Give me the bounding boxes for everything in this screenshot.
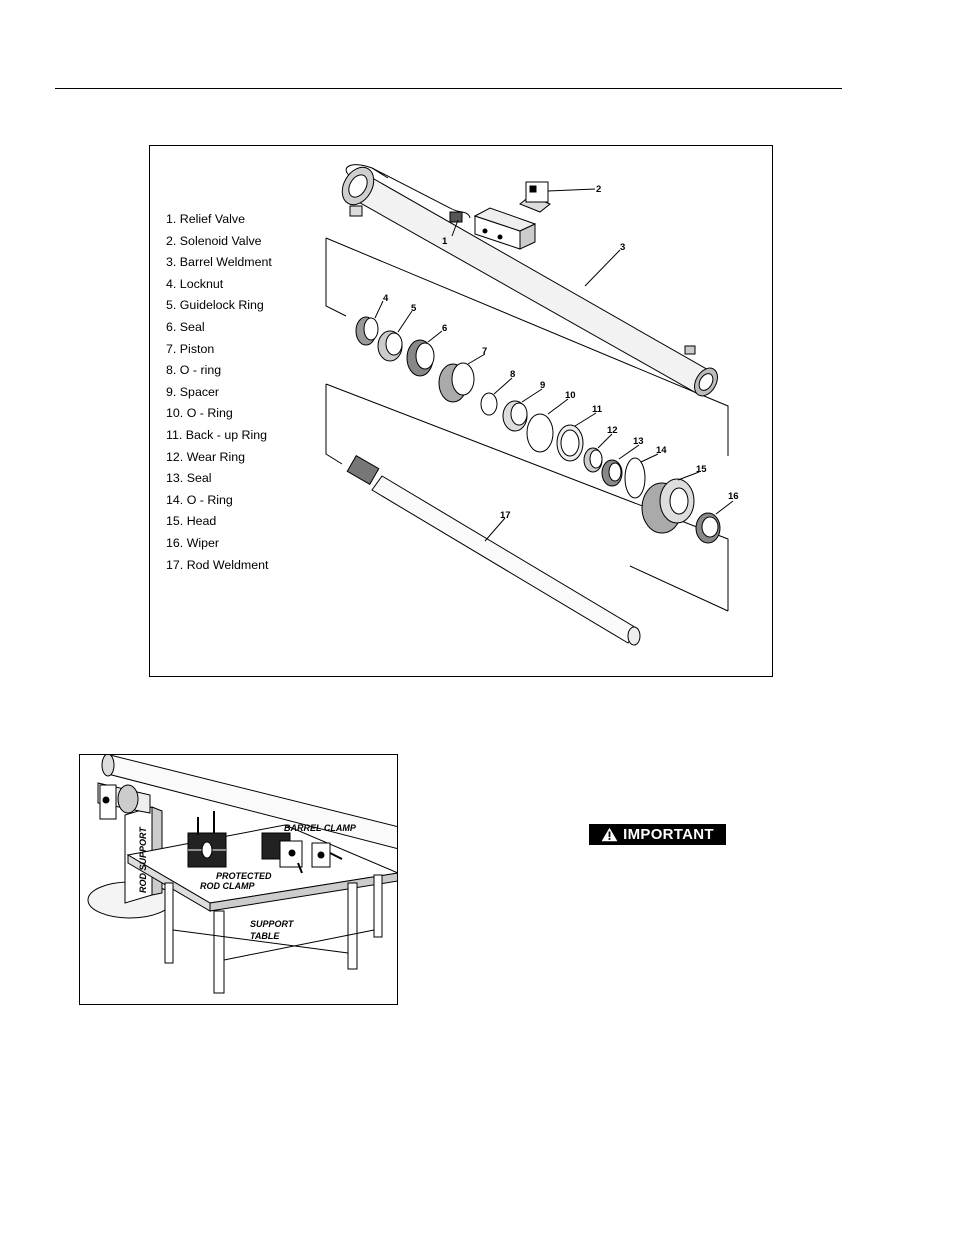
important-label: IMPORTANT [623, 826, 714, 843]
legend-item: 8. O - ring [166, 363, 222, 378]
legend-item: 5. Guidelock Ring [166, 298, 264, 313]
legend-item: 10. O - Ring [166, 406, 233, 421]
callout-13: 13 [633, 436, 644, 447]
table-label: TABLE [250, 931, 280, 941]
parts-legend: 1. Relief Valve 2. Solenoid Valve 3. Bar… [166, 210, 272, 577]
callout-16: 16 [728, 491, 739, 502]
barrel-clamp-label: BARREL CLAMP [284, 823, 357, 833]
legend-item: 16. Wiper [166, 535, 220, 550]
callout-5: 5 [411, 303, 417, 314]
legend-item: 13. Seal [166, 471, 212, 486]
legend-item: 17. Rod Weldment [166, 557, 269, 572]
callout-7: 7 [482, 346, 487, 357]
cylinder-exploded-figure: 1 2 3 4 5 6 7 8 9 10 11 12 13 14 15 16 1… [149, 145, 773, 677]
legend-item: 3. Barrel Weldment [166, 255, 272, 270]
callout-12: 12 [607, 425, 618, 436]
callout-14: 14 [656, 445, 667, 456]
support-table-drawing: BARREL CLAMP PROTECTED ROD CLAMP SUPPORT… [87, 755, 397, 994]
callout-9: 9 [540, 380, 545, 391]
legend-item: 9. Spacer [166, 384, 220, 399]
cylinder-drawing: 1 2 3 4 5 6 7 8 9 10 11 12 13 14 15 16 1… [325, 164, 739, 646]
legend-item: 15. Head [166, 514, 217, 529]
legend-item: 11. Back - up Ring [166, 427, 268, 442]
legend-item: 4. Locknut [166, 276, 224, 291]
callout-6: 6 [442, 323, 447, 334]
legend-item: 6. Seal [166, 319, 205, 334]
callout-4: 4 [383, 293, 389, 304]
important-badge: IMPORTANT [589, 824, 726, 845]
legend-item: 14. O - Ring [166, 492, 233, 507]
support-table-figure: BARREL CLAMP PROTECTED ROD CLAMP SUPPORT… [79, 754, 398, 1005]
support-label: SUPPORT [250, 919, 295, 929]
callout-2: 2 [596, 184, 601, 195]
callout-11: 11 [592, 404, 603, 415]
callout-8: 8 [510, 369, 515, 380]
legend-item: 7. Piston [166, 341, 215, 356]
callout-15: 15 [696, 464, 707, 475]
callout-17: 17 [500, 510, 511, 521]
protected-label: PROTECTED [216, 871, 272, 881]
callout-1: 1 [442, 236, 448, 247]
rod-support-label: ROD SUPPORT [138, 826, 148, 893]
legend-item: 1. Relief Valve [166, 212, 245, 226]
callout-10: 10 [565, 390, 576, 401]
rod-clamp-label: ROD CLAMP [200, 881, 255, 891]
warning-triangle-icon [601, 827, 618, 842]
callout-3: 3 [620, 242, 625, 253]
legend-item: 12. Wear Ring [166, 449, 245, 464]
header-rule [55, 88, 842, 89]
legend-item: 2. Solenoid Valve [166, 233, 262, 248]
